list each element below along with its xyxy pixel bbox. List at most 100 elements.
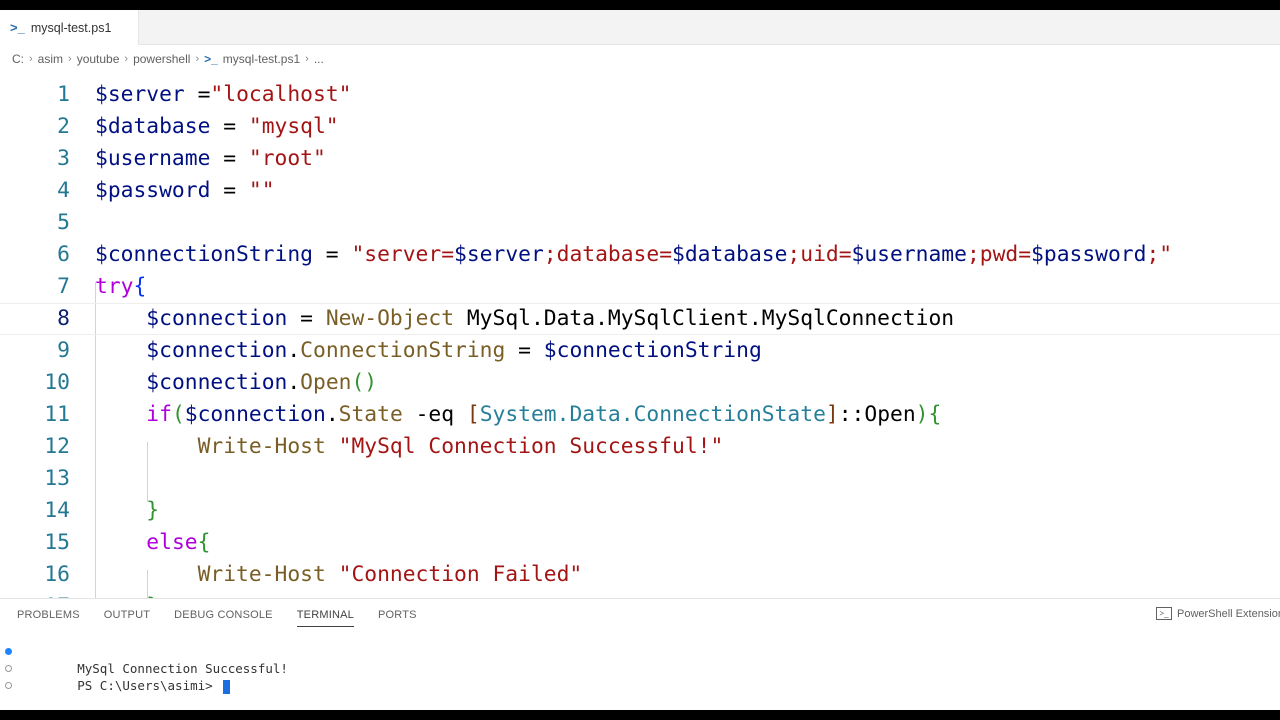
code-token: =	[184, 82, 211, 107]
indent-guide	[147, 442, 148, 502]
code-token: -eq	[402, 402, 467, 427]
breadcrumb-item[interactable]: mysql-test.ps1	[222, 52, 301, 66]
code-token: "mysql"	[248, 114, 339, 139]
terminal-cursor	[223, 679, 231, 694]
line-number: 6	[57, 242, 70, 267]
code-line[interactable]: 11 if($connection.State -eq [System.Data…	[0, 399, 1280, 431]
code-token	[95, 370, 146, 395]
breadcrumb-item[interactable]: youtube	[76, 52, 120, 66]
code-line[interactable]: 5	[0, 207, 1280, 239]
code-token: $connectionString	[543, 338, 762, 363]
tab-debug-console[interactable]: DEBUG CONSOLE	[174, 609, 273, 621]
code-token: ;uid=	[787, 242, 852, 267]
code-token: "server=	[351, 242, 455, 267]
command-success-icon[interactable]	[5, 648, 12, 655]
code-token: $connection	[184, 402, 326, 427]
terminal-icon: >_	[1155, 607, 1172, 620]
code-token: .	[287, 370, 301, 395]
tab-problems[interactable]: PROBLEMS	[17, 609, 80, 621]
line-number: 12	[44, 434, 70, 459]
tab-ports[interactable]: PORTS	[377, 609, 417, 621]
code-editor[interactable]: 1$server ="localhost"2$database = "mysql…	[0, 68, 1280, 598]
code-line[interactable]: 3$username = "root"	[0, 143, 1280, 175]
code-token	[95, 530, 146, 555]
code-token: "MySql Connection Successful!"	[338, 434, 724, 459]
code-line[interactable]: 4$password = ""	[0, 175, 1280, 207]
editor-tab-mysql-test[interactable]: >_ mysql-test.ps1	[0, 10, 139, 45]
chevron-right-icon: ›	[68, 53, 72, 65]
code-token	[326, 562, 339, 587]
breadcrumb-item[interactable]: powershell	[133, 52, 191, 66]
code-token: ConnectionString	[300, 338, 506, 363]
breadcrumb-item[interactable]: C:	[12, 52, 24, 66]
code-line[interactable]: 15 else{	[0, 527, 1280, 559]
code-line[interactable]: 14 }	[0, 495, 1280, 527]
code-token: ;pwd=	[966, 242, 1032, 267]
code-token: .	[325, 402, 339, 427]
code-token: $connection	[146, 306, 288, 331]
code-token	[326, 434, 339, 459]
code-token: ;"	[1146, 242, 1173, 267]
command-decoration-icon[interactable]	[5, 682, 12, 689]
code-token: }	[146, 498, 160, 523]
chevron-right-icon: ›	[124, 53, 129, 65]
chevron-right-icon: ›	[305, 53, 309, 65]
code-token: State	[338, 402, 403, 427]
code-token: .	[287, 338, 301, 363]
code-line[interactable]: 2$database = "mysql"	[0, 111, 1280, 143]
code-line[interactable]: 10 $connection.Open()	[0, 367, 1280, 399]
code-text: $username = "root"	[95, 143, 326, 175]
code-token	[95, 306, 146, 331]
powershell-icon: >_	[10, 20, 25, 35]
code-text: Write-Host "Connection Failed"	[95, 559, 583, 591]
editor-tab-bar: >_ mysql-test.ps1	[0, 10, 1280, 45]
code-line[interactable]: 6 $connectionString = "server=$server;dat…	[0, 239, 1280, 271]
code-token	[95, 434, 198, 459]
command-decoration-icon[interactable]	[5, 665, 12, 672]
chevron-right-icon: ›	[195, 53, 200, 65]
code-token	[95, 562, 198, 587]
terminal-instance[interactable]: >_ PowerShell Extension	[1155, 607, 1280, 620]
code-token: else	[146, 530, 198, 555]
terminal-prompt: PS C:\Users\asimi>	[77, 678, 221, 693]
code-token: New-Object	[325, 306, 455, 331]
code-line[interactable]: 7 try{	[0, 271, 1280, 303]
code-line[interactable]: 8 $connection = New-Object MySql.Data.My…	[0, 303, 1280, 335]
terminal-line: PS C:\Users\asimi>	[0, 660, 288, 694]
indent-guide	[147, 570, 148, 598]
code-line[interactable]: 9 $connection.ConnectionString = $connec…	[0, 335, 1280, 367]
terminal-output[interactable]: MySql Connection Successful! PS C:\Users…	[0, 643, 288, 694]
line-number: 5	[57, 210, 70, 235]
powershell-icon: >_	[204, 52, 218, 66]
code-line[interactable]: 17 }	[0, 591, 1280, 598]
bottom-panel: PROBLEMS OUTPUT DEBUG CONSOLE TERMINAL P…	[0, 598, 1280, 710]
panel-tabs: PROBLEMS OUTPUT DEBUG CONSOLE TERMINAL P…	[17, 609, 441, 627]
code-line[interactable]: 13	[0, 463, 1280, 495]
code-token: {	[133, 274, 147, 299]
line-number: 7	[57, 274, 70, 299]
code-token: $connectionString	[95, 242, 313, 267]
code-text: $connectionString = "server=$server;data…	[95, 239, 1172, 271]
breadcrumb-item[interactable]: asim	[37, 52, 64, 66]
code-line[interactable]: 16 Write-Host "Connection Failed"	[0, 559, 1280, 591]
tab-terminal[interactable]: TERMINAL	[296, 609, 354, 627]
line-number: 13	[44, 466, 70, 491]
code-token: $password	[95, 178, 211, 203]
code-token: try	[95, 274, 134, 299]
code-token: =	[505, 338, 544, 363]
line-number: 14	[44, 498, 70, 523]
code-line[interactable]: 1$server ="localhost"	[0, 79, 1280, 111]
line-number: 1	[57, 82, 70, 107]
code-token: $database	[672, 242, 788, 267]
code-token: $server	[454, 242, 544, 267]
code-text: $connection.ConnectionString = $connecti…	[95, 335, 762, 367]
tab-output[interactable]: OUTPUT	[103, 609, 151, 621]
line-number: 17	[0, 591, 70, 598]
terminal-title: PowerShell Extension	[1176, 607, 1280, 620]
line-number: 4	[57, 178, 70, 203]
code-token: =	[210, 178, 249, 203]
breadcrumb-item[interactable]: ...	[313, 52, 324, 66]
code-line[interactable]: 12 Write-Host "MySql Connection Successf…	[0, 431, 1280, 463]
code-token	[95, 338, 146, 363]
code-token: ()	[351, 370, 378, 395]
